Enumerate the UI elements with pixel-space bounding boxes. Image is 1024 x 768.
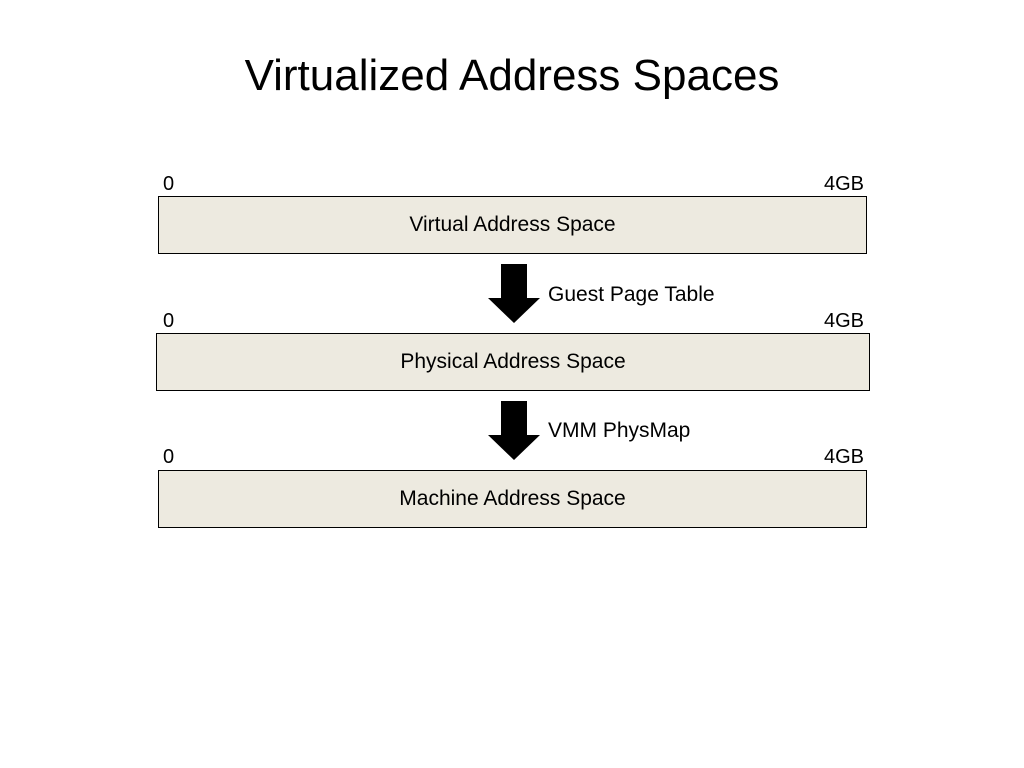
machine-end-label: 4GB <box>823 446 864 468</box>
down-arrow-icon <box>488 264 540 323</box>
physical-start-label: 0 <box>163 310 175 332</box>
vmm-physmap-label: VMM PhysMap <box>548 419 691 442</box>
physical-address-space-box: Physical Address Space <box>156 333 870 391</box>
virtual-address-space-box: Virtual Address Space <box>158 196 867 254</box>
physical-end-label: 4GB <box>823 310 864 332</box>
physical-address-space-label: Physical Address Space <box>400 350 626 373</box>
virtual-start-label: 0 <box>163 173 175 195</box>
virtual-end-label: 4GB <box>823 173 864 195</box>
machine-address-space-label: Machine Address Space <box>399 487 626 510</box>
guest-page-table-label: Guest Page Table <box>548 283 715 306</box>
down-arrow-icon <box>488 401 540 460</box>
machine-start-label: 0 <box>163 446 175 468</box>
virtual-address-space-label: Virtual Address Space <box>409 213 616 236</box>
machine-address-space-box: Machine Address Space <box>158 470 867 528</box>
slide-title: Virtualized Address Spaces <box>244 51 780 100</box>
